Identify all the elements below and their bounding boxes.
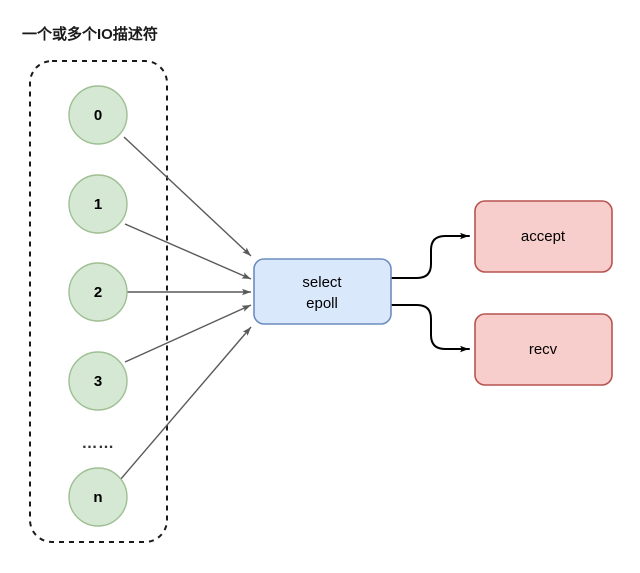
descriptor-label-2: 2 [94,284,102,301]
descriptor-circle-0[interactable] [68,85,128,145]
descriptor-label-3: 3 [94,373,102,390]
multiplexer-node[interactable]: select epoll [253,258,392,325]
descriptor-circle-n[interactable] [68,467,128,527]
multiplexer-label-line2: epoll [306,295,338,312]
branch-arrows [390,232,470,353]
arrow-fdn-to-multiplexer [119,326,252,481]
descriptor-label-1: 1 [94,196,102,213]
descriptor-label-0: 0 [94,107,102,124]
accept-label: accept [521,228,566,245]
arrow-fd0-to-multiplexer [123,136,252,257]
descriptor-ellipsis: …… [82,435,115,452]
arrow-multiplexer-to-recv [390,304,470,353]
io-descriptor-group-box [29,60,168,543]
descriptor-circle-2[interactable] [68,262,128,322]
output-node-recv[interactable]: recv [474,313,613,386]
descriptor-label-n: n [93,489,102,506]
multiplexer-label-line1: select [302,274,342,291]
descriptor-node-1[interactable]: 1 [68,174,128,234]
arrow-multiplexer-to-accept [390,232,470,279]
recv-label: recv [529,341,558,358]
output-node-accept[interactable]: accept [474,200,613,273]
page-title: 一个或多个IO描述符 [22,25,158,43]
descriptor-node-3[interactable]: 3 [68,351,128,411]
arrow-fd1-to-multiplexer [124,223,252,280]
descriptor-node-2[interactable]: 2 [68,262,128,322]
multiplexer-box[interactable] [253,258,392,325]
accept-box[interactable] [474,200,613,273]
converge-arrows [119,136,252,481]
descriptor-circle-3[interactable] [68,351,128,411]
descriptor-node-0[interactable]: 0 [68,85,128,145]
arrow-fd3-to-multiplexer [124,304,252,363]
descriptor-node-n[interactable]: n [68,467,128,527]
descriptor-circle-1[interactable] [68,174,128,234]
recv-box[interactable] [474,313,613,386]
